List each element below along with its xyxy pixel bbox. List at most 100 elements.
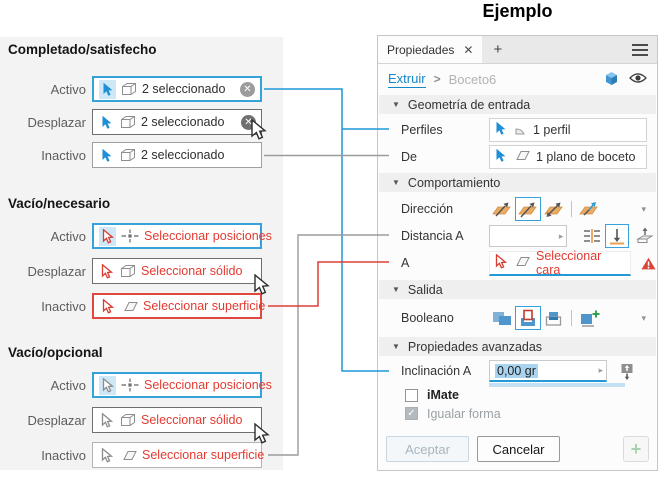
boolean-cut-button[interactable] (515, 306, 541, 330)
state-label: Inactivo (41, 298, 86, 314)
selection-text: Seleccionar posiciones (144, 229, 272, 243)
legend-section-title: Vacío/necesario (8, 196, 111, 211)
row-perfiles: Perfiles 1 perfil (378, 117, 657, 143)
a-face-selector[interactable]: Seleccionar cara (489, 248, 631, 277)
clear-selection-icon[interactable]: ✕ (240, 81, 255, 97)
row-direccion: Dirección ▾ (378, 194, 657, 224)
breadcrumb-current: Boceto6 (448, 71, 497, 87)
pointer-cursor-icon (99, 375, 116, 395)
surface-icon (121, 301, 138, 312)
tab-label: Propiedades (387, 42, 455, 57)
pointer-cursor-icon (99, 226, 116, 246)
selector-box-optional-inactive[interactable]: Seleccionar superficie (92, 442, 264, 468)
pointer-cursor-icon (99, 297, 116, 316)
selector-box-required-inactive[interactable]: Seleccionar superficie (92, 293, 266, 319)
value-slider-strip[interactable] (489, 383, 625, 387)
sketch-plane-icon (513, 150, 530, 164)
boolean-intersect-button[interactable] (541, 306, 567, 330)
state-label: Activo (50, 81, 86, 97)
selector-box-optional-active[interactable]: Seleccionar posiciones (92, 372, 272, 398)
section-header-behavior[interactable]: ▼ Comportamiento (379, 173, 656, 192)
cancel-button[interactable]: Cancelar (477, 436, 560, 462)
pointer-cursor-icon (99, 79, 116, 99)
legend-panel: Completado/satisfecho Activo 2 seleccion… (0, 37, 283, 470)
state-label: Desplazar (27, 412, 86, 428)
direction-asymmetric-button[interactable] (576, 197, 602, 221)
tab-propiedades[interactable]: Propiedades ✕ (378, 36, 483, 63)
breadcrumb: Extruir > Boceto6 (378, 64, 657, 94)
state-label: Inactivo (41, 447, 86, 463)
selector-box-completed-hover[interactable]: 2 seleccionado ✕ (92, 109, 267, 140)
cube-icon (120, 148, 136, 162)
section-title: Salida (407, 282, 443, 297)
pointer-cursor-icon (98, 113, 115, 132)
chevron-down-icon[interactable]: ▾ (641, 312, 646, 323)
visibility-eye-icon[interactable] (629, 72, 647, 87)
breadcrumb-link-extruir[interactable]: Extruir (388, 70, 426, 88)
de-selector[interactable]: 1 plano de boceto (489, 145, 647, 169)
field-label: A (401, 256, 410, 270)
field-value: 1 plano de boceto (536, 150, 636, 164)
section-title: Propiedades avanzadas (407, 339, 543, 354)
boolean-union-button[interactable] (489, 306, 515, 330)
section-header-geometry[interactable]: ▼ Geometría de entrada (379, 95, 656, 114)
close-tab-icon[interactable]: ✕ (463, 42, 474, 57)
field-label: De (401, 150, 417, 164)
selection-text: Seleccionar posiciones (144, 378, 272, 392)
selection-text: Seleccionar superficie (143, 299, 266, 313)
legend-row-required-active: Activo Seleccionar posiciones (0, 223, 283, 249)
add-button[interactable]: + (623, 436, 649, 462)
accept-button[interactable]: Aceptar (386, 436, 469, 462)
flip-direction-icon[interactable] (619, 362, 635, 381)
field-label: Perfiles (401, 123, 443, 137)
direction-default-button[interactable] (489, 197, 515, 221)
selector-box-completed-active[interactable]: 2 seleccionado ✕ (92, 76, 262, 102)
collapse-triangle-icon: ▼ (392, 285, 400, 294)
solid-cube-icon[interactable] (603, 70, 620, 89)
selector-box-completed-inactive[interactable]: 2 seleccionado (92, 142, 262, 168)
to-next-button[interactable] (633, 224, 657, 248)
input-value-selected: 0,00 gr (495, 363, 538, 378)
warning-icon (641, 257, 656, 270)
separator (571, 201, 572, 217)
distancia-input[interactable]: ▸ (489, 225, 568, 247)
section-header-advanced[interactable]: ▼ Propiedades avanzadas (379, 337, 656, 356)
selection-text: 2 seleccionado (142, 82, 226, 96)
checkbox-label: iMate (427, 388, 459, 402)
example-title: Ejemplo (482, 1, 553, 21)
selector-box-optional-hover[interactable]: Seleccionar sólido (92, 407, 270, 444)
pointer-cursor-icon (98, 262, 115, 281)
state-label: Desplazar (27, 263, 86, 279)
direction-flipped-button[interactable] (515, 197, 541, 221)
checkbox-label: Igualar forma (427, 406, 501, 421)
selector-box-required-active[interactable]: Seleccionar posiciones (92, 223, 272, 249)
separator (571, 310, 572, 326)
direction-symmetric-button[interactable] (541, 197, 567, 221)
perfiles-selector[interactable]: 1 perfil (489, 118, 647, 142)
spinner-icon[interactable]: ▸ (598, 365, 603, 375)
legend-row-optional-inactive: Inactivo Seleccionar superficie (0, 442, 283, 468)
legend-row-required-inactive: Inactivo Seleccionar superficie (0, 293, 283, 319)
positions-icon (121, 378, 139, 392)
field-label: Distancia A (401, 229, 464, 243)
properties-panel: Propiedades ✕ + Extruir > Boceto6 ▼ Geom… (377, 35, 658, 471)
imate-checkbox[interactable] (405, 388, 418, 402)
new-tab-button[interactable]: + (493, 41, 503, 58)
legend-row-completed-hover: Desplazar 2 seleccionado ✕ (0, 109, 283, 140)
hamburger-menu-icon[interactable] (632, 43, 648, 56)
row-igualar-forma: ✓ Igualar forma (378, 405, 657, 422)
to-surface-button[interactable] (604, 224, 629, 248)
field-value: Seleccionar cara (536, 248, 602, 277)
spinner-icon[interactable]: ▸ (558, 230, 564, 241)
legend-row-completed-active: Activo 2 seleccionado ✕ (0, 76, 283, 102)
inclinacion-input[interactable]: 0,00 gr ▸ (489, 360, 607, 382)
distance-dimension-button[interactable] (580, 224, 604, 248)
boolean-new-solid-button[interactable] (576, 306, 602, 330)
chevron-down-icon[interactable]: ▾ (641, 203, 646, 214)
pointer-cursor-icon (495, 252, 508, 272)
positions-icon (121, 229, 139, 243)
section-header-output[interactable]: ▼ Salida (379, 280, 656, 299)
collapse-triangle-icon: ▼ (392, 178, 400, 187)
selector-box-required-hover[interactable]: Seleccionar sólido (92, 258, 270, 295)
cube-icon (120, 115, 136, 129)
